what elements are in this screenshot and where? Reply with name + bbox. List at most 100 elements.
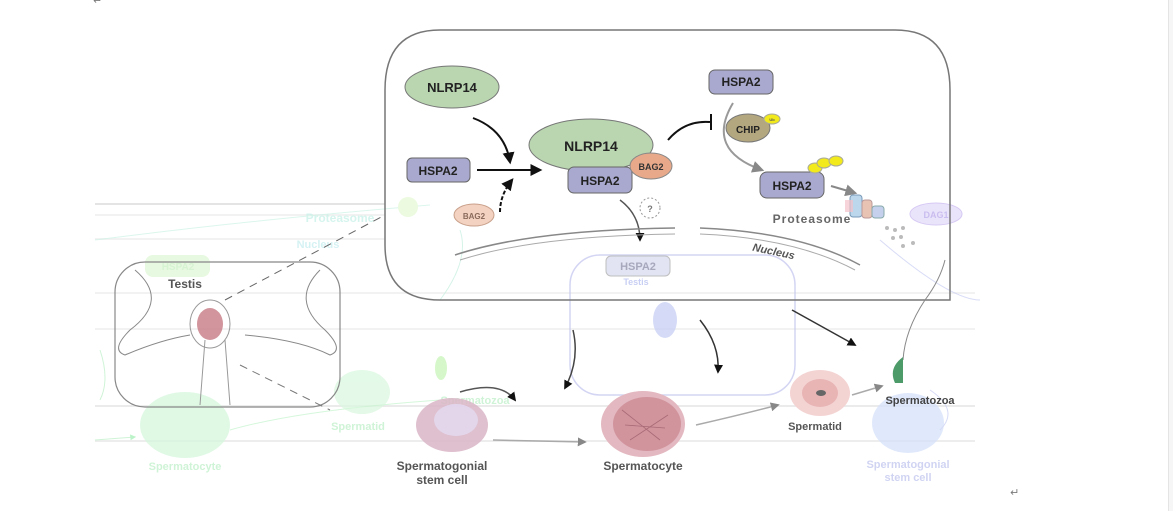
spermatogonial-label-line1: Spermatogonial	[397, 459, 488, 473]
spermatid-acrosome	[816, 390, 826, 396]
differentiation-arrow-1	[492, 437, 587, 447]
ghost-arrow-2	[229, 399, 441, 431]
ghost-sperm-head	[435, 356, 447, 380]
inhibition-line	[667, 120, 711, 141]
unknown-mechanism-circle	[639, 197, 661, 219]
testis-panel: Testis	[114, 214, 386, 411]
ghost-arrow	[94, 434, 137, 441]
render-artifact-line	[95, 238, 385, 240]
ubiquitination-arrow	[722, 102, 765, 173]
render-artifact-line	[95, 292, 975, 294]
bag2-ghost	[453, 203, 495, 227]
nlrp14-complex-label: NLRP14	[564, 138, 618, 154]
spermatogonial-label-line2: stem cell	[416, 473, 467, 487]
differentiation-arrow-3	[851, 383, 884, 396]
page-edge-scrollbar[interactable]	[1168, 0, 1173, 511]
bag2-complex	[629, 152, 673, 180]
ghost-spermatid-cell	[334, 370, 390, 414]
render-artifact-line	[95, 328, 975, 330]
diagonal-arrow	[791, 309, 857, 346]
ghost-hspa2-label: HSPA2	[162, 262, 195, 273]
render-artifact-line	[95, 214, 385, 216]
nuclear-membrane-right	[699, 227, 861, 266]
curved-arrow-left	[564, 329, 576, 390]
ghost-hspa2-box-right	[605, 255, 671, 277]
ghost-hspa2-box	[145, 255, 210, 277]
hspa2-ubiquitinated	[759, 171, 825, 199]
ghost-arc	[99, 349, 106, 401]
render-artifact-line	[95, 405, 975, 407]
spermatocyte-label: Spermatocyte	[603, 459, 683, 473]
zoom-dashed-line-top	[224, 214, 386, 301]
spermatozoa-label: Spermatozoa	[885, 395, 955, 407]
ghost-curve	[439, 229, 463, 301]
chip-protein	[725, 113, 771, 143]
nuclear-membrane-right-inner	[699, 233, 856, 271]
spermatid-label: Spermatid	[788, 421, 842, 433]
curved-arrow-center	[699, 319, 724, 374]
ghost-dag1-oval	[909, 202, 963, 226]
ghost-dag1-label: DAG1	[923, 210, 948, 220]
testis-frame	[114, 261, 341, 408]
testis-organ	[197, 308, 223, 340]
nuclear-membrane-left-inner	[459, 233, 676, 261]
ghost-spermatid-label: Spermatid	[331, 421, 385, 433]
render-artifact-line	[95, 203, 385, 205]
bag2-complex-label: BAG2	[638, 162, 663, 172]
cell-membrane-frame	[384, 29, 951, 301]
ghost-testis-label-right: Testis	[623, 277, 648, 287]
spermatocyte-nucleus	[613, 397, 681, 451]
ghost-membrane	[94, 204, 431, 241]
ghost-hspa2-label-right: HSPA2	[620, 261, 656, 273]
hspa2-free	[406, 157, 471, 183]
unknown-mechanism-label: ?	[647, 204, 653, 214]
testis-outline	[189, 299, 231, 349]
ub-tag-chip	[763, 113, 781, 125]
degraded-peptides	[885, 226, 915, 248]
ub-tag-3	[828, 155, 844, 167]
hspa2-complex	[567, 166, 633, 194]
bag2-binding-arrow	[499, 178, 514, 213]
testis-label: Testis	[168, 277, 202, 291]
spermatocyte-chromatin	[621, 409, 669, 441]
proteasome-label: Proteasome	[773, 212, 852, 226]
spermatogenesis-row: Spermatogonial stem cell Spermatocyte Sp…	[397, 259, 955, 487]
nlrp14-free	[404, 65, 500, 109]
ghost-spermatogonial-line1: Spermatogonial	[866, 459, 949, 471]
nuclear-membrane-left	[454, 227, 676, 256]
differentiation-arrow-2	[695, 402, 780, 426]
ghost-line-right	[879, 239, 981, 301]
ghost-spermatogonial-cell-right	[872, 393, 944, 453]
ub-label-chip: Ub	[769, 117, 775, 122]
mouse-tail	[199, 339, 231, 406]
nuclear-translocation-arrow	[619, 199, 645, 242]
paragraph-mark-bottom: ↵	[1010, 486, 1020, 499]
spermatogonial-nucleus	[434, 404, 478, 436]
zoom-dashed-line-bottom	[239, 364, 331, 411]
mouse-outline-left	[118, 269, 191, 356]
self-renewal-arrow	[459, 386, 517, 402]
hspa2-ubiquitinated-label: HSPA2	[772, 179, 811, 193]
ghost-testis-frame-right	[569, 254, 796, 396]
proteasome-icon	[845, 194, 885, 219]
nlrp14-binding-arrow	[472, 117, 515, 165]
spermatozoa-head	[892, 357, 903, 383]
hspa2-top	[708, 69, 774, 95]
ghost-proteasome-blob	[398, 197, 418, 217]
bag2-ghost-label: BAG2	[463, 212, 486, 221]
nucleus-label: Nucleus	[751, 242, 795, 263]
ghost-arc-right	[929, 389, 949, 431]
ghost-spermatocyte-label: Spermatocyte	[149, 461, 222, 473]
hspa2-free-label: HSPA2	[418, 164, 457, 178]
ghost-nucleus-label: Nucleus	[297, 239, 340, 251]
hspa2-top-label: HSPA2	[721, 75, 760, 89]
ghost-testis-organ-right	[653, 302, 677, 338]
chip-label: CHIP	[736, 125, 760, 136]
ghost-spermatocyte-cell	[140, 392, 230, 458]
degradation-arrow	[830, 184, 858, 197]
nlrp14-free-label: NLRP14	[427, 80, 478, 95]
ghost-layer: Spermatocyte Spermatid Spermatozoa HSPA2…	[94, 197, 981, 484]
mouse-outline-right	[244, 269, 337, 356]
